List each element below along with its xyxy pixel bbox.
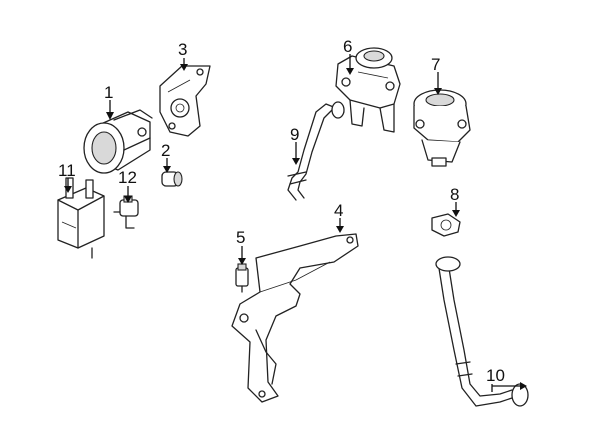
part-1-canister — [83, 109, 153, 174]
callout-labels: 1 2 3 4 5 6 7 8 9 10 11 12 — [58, 37, 505, 385]
part-11-canister — [57, 177, 105, 259]
callout-12: 12 — [118, 168, 137, 187]
part-7-valve — [413, 89, 471, 167]
part-8-gasket — [431, 213, 461, 237]
part-6-valve — [335, 47, 401, 133]
callout-9: 9 — [290, 125, 299, 144]
callout-leaders — [64, 54, 527, 392]
callout-2: 2 — [161, 141, 170, 160]
callout-8: 8 — [450, 185, 459, 204]
callout-11: 11 — [58, 161, 76, 180]
callout-3: 3 — [178, 40, 187, 59]
callout-4: 4 — [334, 201, 343, 220]
part-3-bracket — [159, 65, 211, 137]
part-2-bushing — [161, 171, 183, 187]
part-4-bracket — [231, 233, 359, 403]
part-5-sensor — [235, 263, 249, 293]
callout-6: 6 — [343, 37, 352, 56]
callout-1: 1 — [104, 83, 113, 102]
callout-7: 7 — [431, 55, 440, 74]
part-12-valve — [113, 195, 139, 229]
part-10-pipe — [435, 256, 529, 407]
part-9-tube — [287, 101, 345, 201]
callout-5: 5 — [236, 228, 245, 247]
callout-10: 10 — [486, 366, 505, 385]
